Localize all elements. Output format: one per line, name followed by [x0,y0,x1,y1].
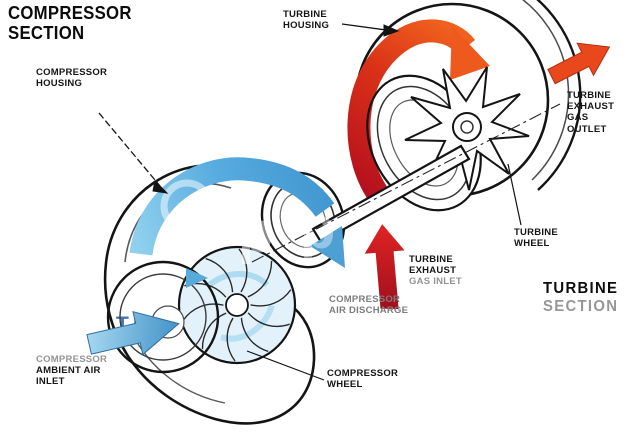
exhaust-gas-inlet-arrow [364,224,405,310]
label-line: TURBINE [567,90,611,101]
label-line: EXHAUST [409,265,457,277]
turbine-section-title: TURBINE SECTION [543,280,618,316]
label-compressor-housing: COMPRESSOR HOUSING [36,67,107,89]
ambient-air-inlet-arrow [86,310,180,356]
label-turbine-exhaust-gas-outlet: TURBINE EXHAUST GAS OUTLET [567,90,614,135]
shaft-drawing [251,103,561,263]
leader-lines [98,23,522,381]
label-line: AIR DISCHARGE [329,305,409,317]
watermark-fragment-mid-2: p [300,196,335,261]
label-turbine-housing: TURBINE HOUSING [283,9,329,31]
compressor-air-flow-arc [129,157,345,268]
label-line: AMBIENT AIR [36,365,101,377]
label-line: TURBINE [283,9,327,20]
label-line: WHEEL [514,238,550,250]
label-compressor-wheel: COMPRESSOR WHEEL [327,368,398,390]
label-line: HOUSING [36,78,83,90]
label-line: GAS INLET [409,276,462,288]
turbine-exhaust-flow-arc [347,19,490,206]
compressor-wheel-drawing [177,245,297,365]
turbine-section-title-line2: SECTION [543,297,619,315]
label-line: INLET [36,376,65,388]
label-turbine-wheel: TURBINE WHEEL [514,227,558,249]
label-line: EXHAUST [567,101,615,113]
label-compressor-ambient-air-inlet: COMPRESSOR AMBIENT AIR INLET [36,354,107,388]
label-line: GAS [567,112,589,124]
compressor-section-title-line1: COMPRESSOR [8,3,132,23]
turbine-wheel-drawing [404,66,530,191]
compressor-section-title-line2: SECTION [8,23,85,44]
label-turbine-exhaust-gas-inlet: TURBINE EXHAUST GAS INLET [409,254,462,288]
label-line: OUTLET [567,123,607,135]
label-line: HOUSING [283,20,330,32]
label-line: TURBINE [409,254,453,265]
compressor-section-title: COMPRESSOR SECTION [8,3,132,43]
watermark-ring [160,179,214,233]
label-line: COMPRESSOR [36,354,108,365]
label-line: TURBINE [514,227,558,238]
label-line: COMPRESSOR [36,67,108,78]
label-line: COMPRESSOR [329,294,401,305]
inner-air-flow-arrowhead [186,268,208,288]
exhaust-gas-outlet-arrow [547,42,611,85]
label-line: WHEEL [327,379,363,391]
watermark-fragment-mid: p [238,200,273,265]
label-line: COMPRESSOR [327,368,399,379]
turbine-section-title-line1: TURBINE [543,280,619,297]
label-compressor-air-discharge: COMPRESSOR AIR DISCHARGE [329,294,408,316]
